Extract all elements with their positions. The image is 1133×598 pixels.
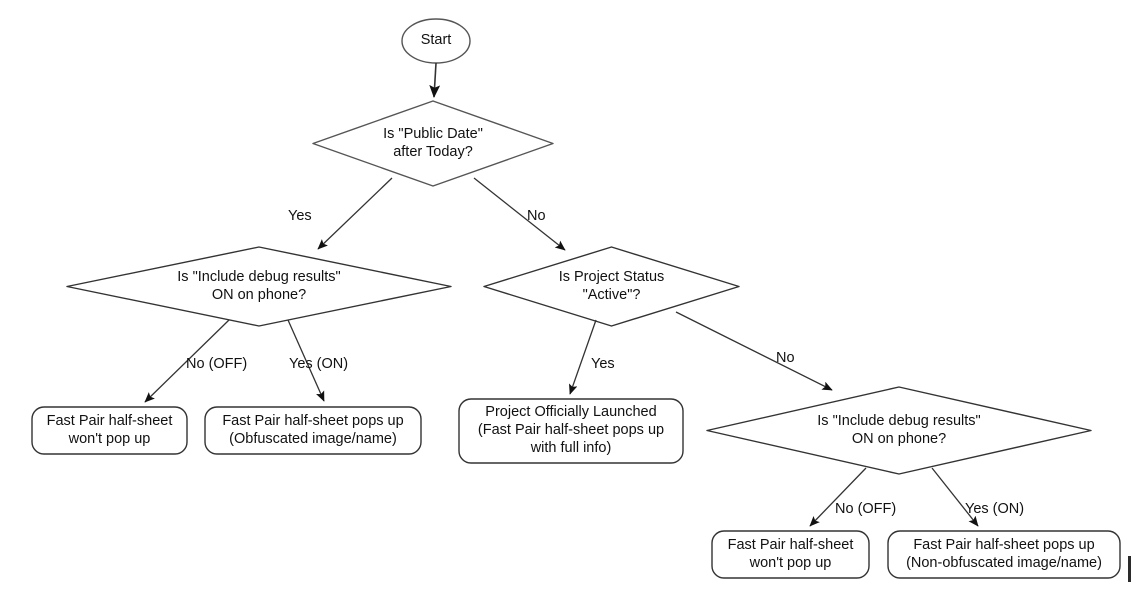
- node-project-status-decision-shape: [483, 246, 740, 327]
- node-debug-results-left-decision[interactable]: [67, 247, 451, 326]
- node-project-officially-launched[interactable]: [459, 399, 683, 463]
- node-right-non-obfuscated[interactable]: [888, 531, 1120, 578]
- edge-start-to-public-date: [429, 62, 441, 98]
- node-start[interactable]: [402, 19, 470, 63]
- node-project-officially-launched-shape: [458, 398, 684, 464]
- edge-debug-left-yes: [287, 319, 325, 402]
- edge-debug-left-no: [144, 319, 230, 403]
- node-left-wont-pop-up[interactable]: [32, 407, 187, 454]
- edge-debug-right-yes: [931, 467, 979, 527]
- node-debug-results-right-decision-shape: [706, 386, 1092, 475]
- edge-public-date-yes: [317, 177, 393, 250]
- node-left-obfuscated[interactable]: [205, 407, 421, 454]
- node-public-date-decision[interactable]: [313, 101, 553, 186]
- node-right-non-obfuscated-shape: [887, 530, 1121, 579]
- edge-project-status-yes: [569, 319, 597, 395]
- node-left-obfuscated-shape: [204, 406, 422, 455]
- node-debug-results-left-decision-shape: [66, 246, 452, 327]
- edge-project-status-no: [675, 311, 833, 391]
- node-left-wont-pop-up-shape: [31, 406, 188, 455]
- node-right-wont-pop-up[interactable]: [712, 531, 869, 578]
- edge-public-date-no: [473, 177, 566, 251]
- node-right-wont-pop-up-shape: [711, 530, 870, 579]
- edge-debug-right-no: [809, 467, 867, 527]
- node-public-date-decision-shape: [312, 100, 554, 187]
- text-cursor-artifact: [1128, 556, 1131, 582]
- node-project-status-decision[interactable]: [484, 247, 739, 326]
- node-debug-results-right-decision[interactable]: [707, 387, 1091, 474]
